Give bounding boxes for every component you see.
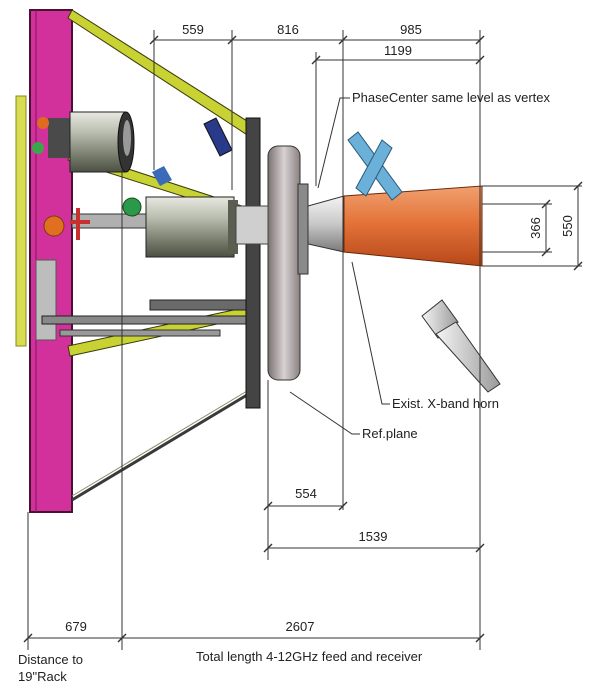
dim-label-679: 679 xyxy=(65,619,87,634)
dimension-ticks xyxy=(23,35,583,643)
ref-plane-disc xyxy=(267,145,301,381)
lower-cylinder xyxy=(145,196,235,258)
disc-hub xyxy=(297,183,309,275)
leader-ref-plane xyxy=(289,391,360,435)
upper-cylinder-cap-inner xyxy=(123,120,131,156)
lower-receiver-module xyxy=(43,196,238,258)
rack-assembly xyxy=(15,9,73,513)
dim-label-1539: 1539 xyxy=(359,529,388,544)
grey-mount-block xyxy=(35,259,57,341)
dim-label-2607: 2607 xyxy=(286,619,315,634)
dim-label-550: 550 xyxy=(560,215,575,237)
vertical-mount-plate xyxy=(245,117,261,409)
cylinder-band xyxy=(228,200,238,254)
rack-distance-line2: 19"Rack xyxy=(18,669,67,684)
upper-receiver-module xyxy=(32,111,135,173)
total-length-label: Total length 4-12GHz feed and receiver xyxy=(196,649,423,664)
ref-plane-label: Ref.plane xyxy=(362,426,418,441)
orange-ball xyxy=(43,215,65,237)
upper-bracket xyxy=(48,118,72,158)
upper-cylinder xyxy=(69,111,126,173)
cable-tray xyxy=(149,299,247,311)
dimension-labels: 559 816 985 1199 366 550 554 1539 679 26… xyxy=(65,22,575,634)
green-ball xyxy=(122,197,142,217)
dim-label-366: 366 xyxy=(528,217,543,239)
xband-bar-2 xyxy=(355,139,393,197)
disc-shaft xyxy=(235,205,269,245)
flange-assembly xyxy=(235,117,309,409)
footer-labels: Distance to 19"Rack Total length 4-12GHz… xyxy=(18,649,423,684)
orange-knob xyxy=(37,117,49,129)
green-knob xyxy=(32,142,44,154)
dim-label-1199: 1199 xyxy=(384,43,412,58)
feed-cone xyxy=(343,185,483,267)
yellow-mount-bracket xyxy=(15,95,27,347)
xband-probe-body xyxy=(435,321,501,393)
cable-tray-3 xyxy=(59,329,221,337)
leader-phase-center xyxy=(317,97,350,189)
feed-throat xyxy=(307,195,345,253)
bottom-strut-highlight xyxy=(71,387,253,497)
phase-center-label: PhaseCenter same level as vertex xyxy=(352,90,550,105)
cable-tray-2 xyxy=(41,315,249,325)
annotation-labels: PhaseCenter same level as vertex Exist. … xyxy=(352,90,550,441)
dim-label-559: 559 xyxy=(182,22,204,37)
dimension-lines xyxy=(27,30,582,650)
blue-connector xyxy=(203,117,233,157)
rack-distance-line1: Distance to xyxy=(18,652,83,667)
leader-xband xyxy=(351,261,390,405)
bottom-strut xyxy=(71,390,253,502)
dim-label-985: 985 xyxy=(400,22,422,37)
xband-horn xyxy=(347,131,501,393)
xband-horn-label: Exist. X-band horn xyxy=(392,396,499,411)
dim-label-554: 554 xyxy=(295,486,317,501)
small-blue-block xyxy=(152,166,172,186)
dim-label-816: 816 xyxy=(277,22,299,37)
